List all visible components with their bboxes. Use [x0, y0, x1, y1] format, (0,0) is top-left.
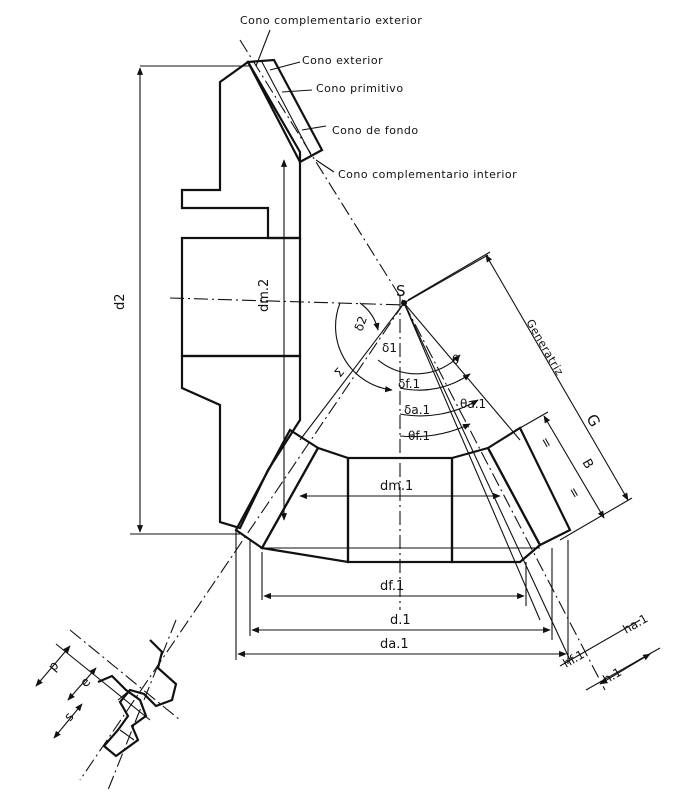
dim-ha1: ha.1: [621, 611, 651, 636]
gear-1-section: [260, 426, 572, 564]
angle-delta2: δ2: [352, 314, 370, 333]
gear-2-section: [180, 58, 324, 550]
angle-thetaf1: θf.1: [408, 429, 430, 443]
angle-arcs: Σ δ2 δ1 θ δf.1 δa.1 θa.1 θf.1: [332, 302, 486, 443]
apex-point: [401, 300, 407, 306]
angle-theta: θ: [452, 353, 459, 367]
dim-d1: d.1: [390, 613, 411, 628]
dimension-generatriz: Generatriz G: [407, 251, 633, 541]
dim-hf1: hf.1: [561, 647, 587, 670]
dimension-heights: hf.1 h.1 ha.1: [559, 611, 661, 691]
cone-labels: Cono complementario exterior Cono exteri…: [240, 14, 517, 181]
dimension-da1: da.1: [235, 530, 569, 664]
label-cono-de-fondo: Cono de fondo: [332, 124, 419, 137]
dim-h1: h.1: [601, 665, 625, 687]
dim-d2: d2: [113, 293, 128, 310]
gear-2-upper-tooth: [246, 58, 324, 164]
angle-deltaf1: δf.1: [398, 377, 420, 391]
tooth-detail: p e s: [35, 619, 181, 791]
gear-2-lower-body: [180, 354, 302, 530]
dimension-dm2: dm.2: [257, 159, 288, 521]
angle-sigma: Σ: [332, 365, 348, 380]
dim-df1: df.1: [380, 579, 404, 594]
label-half-1: =: [537, 435, 555, 452]
tooth-detail-profile: [97, 639, 178, 758]
label-B: B: [579, 457, 596, 472]
label-cono-complementario-exterior: Cono complementario exterior: [240, 14, 422, 27]
angle-deltaa1: δa.1: [404, 403, 430, 417]
angle-delta1: δ1: [382, 341, 397, 355]
detail-e: e: [78, 675, 95, 691]
label-cono-primitivo: Cono primitivo: [316, 82, 404, 95]
label-cono-complementario-interior: Cono complementario interior: [338, 168, 517, 181]
dimension-d1: d.1: [249, 540, 553, 640]
dimension-d2: d2: [113, 65, 250, 535]
dim-dm1: dm.1: [380, 479, 413, 494]
label-generatriz: Generatriz: [523, 317, 566, 378]
dim-da1: da.1: [380, 637, 409, 652]
dim-dm2: dm.2: [257, 279, 272, 312]
gear-1-left-body: [260, 446, 350, 564]
dimension-dm1: dm.1: [299, 479, 501, 500]
gear-2-bore: [180, 236, 302, 358]
dimension-df1: df.1: [261, 552, 527, 606]
label-cono-exterior: Cono exterior: [302, 54, 383, 67]
gear-2-upper-body: [180, 60, 302, 240]
angle-thetaa1: θa.1: [460, 397, 486, 411]
apex-label: S: [396, 282, 406, 300]
label-half-2: =: [565, 485, 583, 502]
